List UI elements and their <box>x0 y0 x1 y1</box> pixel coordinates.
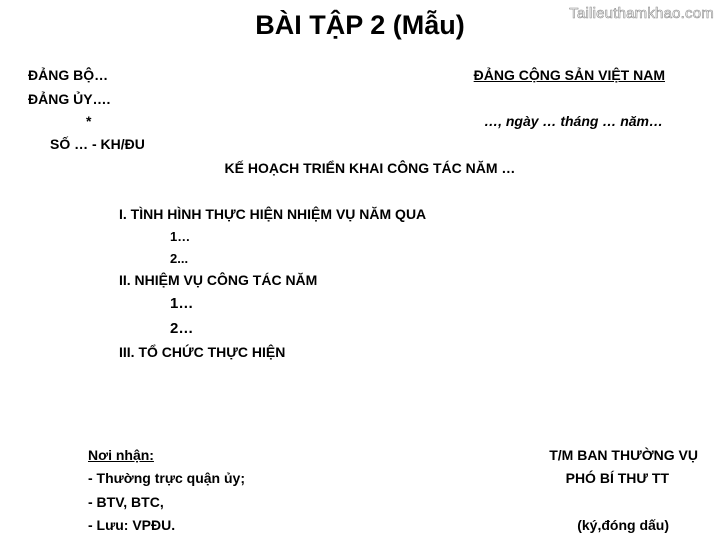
section-heading: III. TỔ CHỨC THỰC HIỆN <box>119 344 286 360</box>
party-committee-label: ĐẢNG BỘ… <box>28 67 109 83</box>
section-item: 2… <box>170 320 194 337</box>
section-heading: I. TÌNH HÌNH THỰC HIỆN NHIỆM VỤ NĂM QUA <box>119 206 427 222</box>
plan-title: KẾ HOẠCH TRIỂN KHAI CÔNG TÁC NĂM … <box>224 160 516 176</box>
section-item: 1… <box>170 229 191 244</box>
section-heading: II. NHIỆM VỤ CÔNG TÁC NĂM <box>119 272 318 288</box>
watermark: Tailieuthamkhao.com <box>569 5 714 23</box>
party-board-label: ĐẢNG ỦY…. <box>28 91 111 107</box>
recipient-line: - BTV, BTC, <box>88 494 164 510</box>
page-title: BÀI TẬP 2 (Mẫu) <box>255 10 465 40</box>
party-name-heading: ĐẢNG CỘNG SẢN VIỆT NAM <box>473 67 665 83</box>
signature-position: PHÓ BÍ THƯ TT <box>565 470 669 486</box>
section-item: 2... <box>170 251 189 266</box>
recipient-line: - Lưu: VPĐU. <box>88 517 176 533</box>
recipients-label: Nơi nhận: <box>88 447 154 463</box>
signature-note: (ký,đóng dấu) <box>577 517 669 533</box>
document-number: SỐ … - KH/ĐU <box>50 136 145 152</box>
signature-title: T/M BAN THƯỜNG VỤ <box>549 447 698 463</box>
recipient-line: - Thường trực quận ủy; <box>88 470 245 486</box>
separator-star: * <box>86 113 92 129</box>
date-line: …, ngày … tháng … năm… <box>484 113 663 129</box>
section-item: 1… <box>170 295 194 312</box>
